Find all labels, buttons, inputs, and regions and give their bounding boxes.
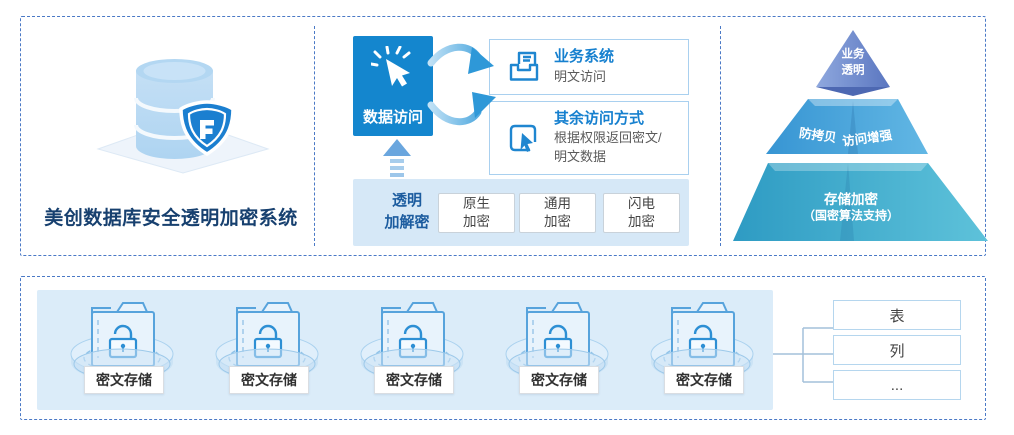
target-title: 其余访问方式 <box>554 110 645 128</box>
inbox-document-icon <box>509 51 539 81</box>
storage-label: 密文存储 <box>84 366 164 394</box>
storage-band: 密文存储 密文存储 <box>37 290 773 410</box>
ciphertext-storage-unit: 密文存储 <box>639 292 769 404</box>
granularity-box-column: 列 <box>833 335 961 365</box>
granularity-box-table: 表 <box>833 300 961 330</box>
section-divider <box>314 26 315 246</box>
data-access-label: 数据访问 <box>362 109 423 126</box>
storage-label: 密文存储 <box>374 366 454 394</box>
target-text: 其余访问方式 根据权限返回密文/明文数据 <box>554 109 666 167</box>
target-desc: 明文访问 <box>554 68 607 84</box>
ciphertext-storage-unit: 密文存储 <box>59 292 189 404</box>
encryption-mode-box: 闪电 加密 <box>603 193 680 233</box>
section-divider <box>720 26 721 246</box>
pyramid-tier-label: 存储加密 <box>824 192 878 207</box>
ciphertext-storage-unit: 密文存储 <box>204 292 334 404</box>
select-cursor-icon <box>509 124 537 152</box>
pyramid-tier-label: 业务 透明 <box>841 48 865 76</box>
target-desc: 根据权限返回密文/明文数据 <box>554 130 662 165</box>
granularity-box-more: ... <box>833 370 961 400</box>
data-access-node: 数据访问 <box>353 36 433 136</box>
encryption-mode-box: 通用 加密 <box>519 193 596 233</box>
database-shield-icon <box>96 59 270 174</box>
pyramid-tier-label: （国密算法支持） <box>802 208 900 223</box>
band-label: 透明 加解密 <box>384 192 430 231</box>
storage-label: 密文存储 <box>664 366 744 394</box>
transparent-crypto-band: 透明 加解密 原生 加密 通用 加密 闪电 加密 <box>353 179 689 246</box>
target-title: 业务系统 <box>554 48 615 66</box>
other-access-card: 其余访问方式 根据权限返回密文/明文数据 <box>489 101 689 175</box>
target-text: 业务系统 明文访问 <box>554 47 666 86</box>
ciphertext-storage-unit: 密文存储 <box>494 292 624 404</box>
storage-label: 密文存储 <box>229 366 309 394</box>
click-cursor-icon <box>371 46 411 87</box>
capability-pyramid <box>733 30 988 241</box>
storage-panel: 密文存储 密文存储 <box>20 276 986 420</box>
encryption-mode-box: 原生 加密 <box>438 193 515 233</box>
business-system-card: 业务系统 明文访问 <box>489 39 689 95</box>
bracket-connector <box>773 327 833 383</box>
flow-arrows <box>427 43 496 126</box>
storage-label: 密文存储 <box>519 366 599 394</box>
product-title: 美创数据库安全透明加密系统 <box>44 208 298 229</box>
ciphertext-storage-unit: 密文存储 <box>349 292 479 404</box>
architecture-panel: 美创数据库安全透明加密系统 数据访问 业务系统 明文访问 <box>20 16 988 256</box>
